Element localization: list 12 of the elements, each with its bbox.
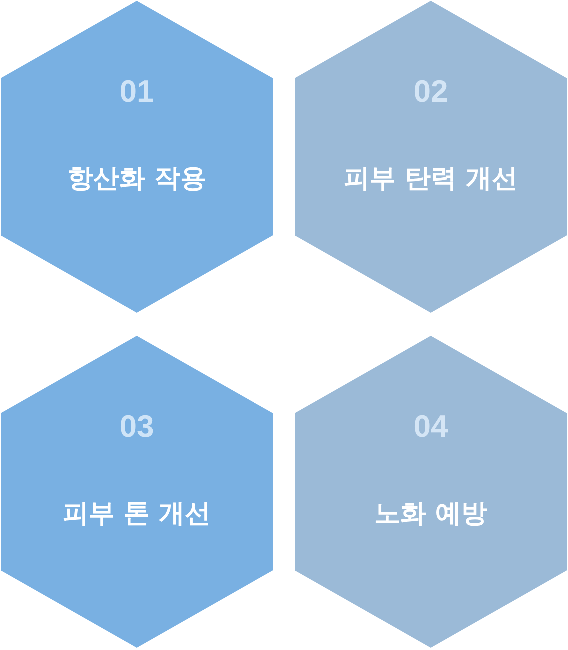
hexagon bbox=[1, 336, 273, 648]
step-label: 노화 예방 bbox=[374, 498, 488, 530]
step-label: 항산화 작용 bbox=[67, 163, 207, 195]
hexagon bbox=[1, 1, 273, 313]
step-label: 피부 탄력 개선 bbox=[344, 163, 518, 195]
step-number: 02 bbox=[414, 74, 448, 110]
step-number: 03 bbox=[120, 409, 154, 445]
step-label: 피부 톤 개선 bbox=[62, 498, 212, 530]
hexagon bbox=[295, 336, 567, 648]
hexagon bbox=[295, 1, 567, 313]
step-number: 01 bbox=[120, 74, 154, 110]
step-number: 04 bbox=[414, 409, 448, 445]
